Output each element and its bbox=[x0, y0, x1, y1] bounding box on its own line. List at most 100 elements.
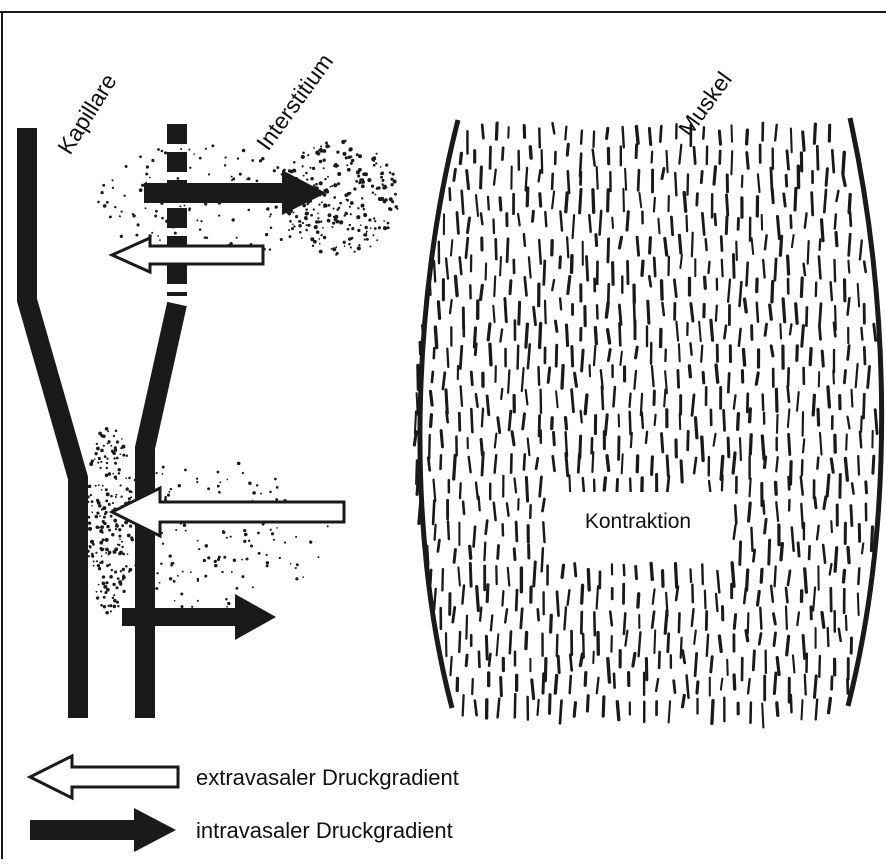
filtrate-dot bbox=[105, 611, 109, 615]
filtrate-dot bbox=[106, 462, 108, 464]
filtrate-dot bbox=[106, 201, 109, 204]
muscle-fiber bbox=[777, 658, 779, 675]
muscle-fiber bbox=[543, 499, 545, 511]
filtrate-dot bbox=[114, 548, 118, 552]
muscle-fiber bbox=[525, 277, 527, 295]
filtrate-dot bbox=[96, 447, 100, 451]
muscle-fiber bbox=[539, 129, 540, 148]
muscle-fiber bbox=[727, 660, 728, 675]
filtrate-dot bbox=[270, 529, 272, 531]
muscle-fiber bbox=[487, 585, 488, 602]
filtrate-dot bbox=[112, 473, 114, 475]
muscle-fiber bbox=[746, 631, 748, 641]
muscle-fiber bbox=[648, 301, 649, 323]
filtrate-dot bbox=[239, 173, 242, 176]
filtrate-dot bbox=[276, 527, 278, 529]
muscle-fiber bbox=[871, 527, 872, 551]
muscle-fiber bbox=[818, 409, 819, 425]
filtrate-dot bbox=[251, 159, 254, 162]
muscle-fiber bbox=[526, 633, 527, 649]
muscle-fiber bbox=[835, 548, 837, 571]
muscle-fiber bbox=[501, 389, 502, 399]
muscle-fiber bbox=[434, 348, 435, 358]
filtrate-dot bbox=[113, 435, 115, 437]
filtrate-dot bbox=[226, 479, 228, 481]
muscle-fiber bbox=[679, 235, 681, 253]
muscle-fiber bbox=[683, 651, 685, 663]
filtrate-dot bbox=[112, 502, 114, 504]
filtrate-dot bbox=[350, 162, 353, 165]
filtrate-dot bbox=[93, 561, 95, 563]
filtrate-dot bbox=[366, 238, 369, 241]
muscle-fiber bbox=[724, 410, 725, 430]
filtrate-dot bbox=[349, 224, 351, 226]
muscle-fiber bbox=[425, 300, 426, 312]
muscle-fiber bbox=[669, 701, 671, 722]
filtrate-dot bbox=[120, 570, 122, 572]
muscle-fiber bbox=[763, 260, 764, 278]
muscle-fiber bbox=[688, 431, 689, 449]
filtrate-dot bbox=[169, 554, 172, 557]
filtrate-dot bbox=[100, 604, 103, 607]
filtrate-dot bbox=[357, 229, 360, 232]
muscle-fiber bbox=[623, 127, 624, 147]
muscle-fiber bbox=[582, 350, 584, 371]
muscle-fiber bbox=[676, 322, 678, 341]
muscle-fiber bbox=[458, 567, 460, 585]
filtrate-dot bbox=[274, 478, 277, 481]
filtrate-dot bbox=[368, 218, 371, 221]
muscle-fiber bbox=[533, 211, 534, 221]
filtrate-dot bbox=[170, 488, 172, 490]
muscle-fiber bbox=[691, 304, 693, 321]
muscle-fiber bbox=[637, 456, 638, 472]
muscle-fiber bbox=[480, 608, 481, 621]
filtrate-dot bbox=[121, 546, 123, 548]
muscle-fiber bbox=[544, 261, 545, 284]
filtrate-dot bbox=[233, 559, 236, 562]
filtrate-dot bbox=[119, 484, 121, 486]
muscle-fiber bbox=[438, 540, 440, 551]
muscle-fiber bbox=[466, 238, 468, 258]
muscle-fiber bbox=[776, 389, 777, 411]
muscle-fiber bbox=[568, 590, 570, 605]
filtrate-dot bbox=[98, 432, 102, 436]
muscle-fiber bbox=[500, 198, 501, 210]
muscle-fiber bbox=[532, 680, 534, 699]
filtrate-dot bbox=[288, 169, 291, 172]
muscle-fiber bbox=[653, 589, 655, 604]
muscle-fiber bbox=[566, 454, 568, 476]
muscle-fiber bbox=[649, 276, 651, 286]
filtrate-dot bbox=[333, 196, 336, 199]
filtrate-dot bbox=[101, 508, 103, 510]
filtrate-dot bbox=[374, 194, 376, 196]
filtrate-dot bbox=[91, 459, 94, 462]
muscle-fiber bbox=[797, 392, 799, 411]
muscle-fiber bbox=[815, 498, 816, 508]
muscle-fiber bbox=[678, 370, 679, 387]
filtrate-dot bbox=[344, 245, 346, 247]
muscle-fiber bbox=[750, 409, 751, 422]
muscle-fiber bbox=[540, 324, 541, 348]
muscle-fiber bbox=[551, 615, 552, 632]
muscle-fiber bbox=[524, 234, 525, 246]
muscle-fiber bbox=[843, 175, 845, 185]
muscle-fiber bbox=[539, 240, 541, 264]
filtrate-dot bbox=[331, 226, 333, 228]
filtrate-dot bbox=[313, 147, 315, 149]
muscle-fiber bbox=[508, 568, 510, 586]
muscle-fiber bbox=[802, 460, 803, 475]
filtrate-dot bbox=[105, 488, 108, 491]
filtrate-dot bbox=[301, 155, 305, 159]
muscle-fiber bbox=[835, 260, 836, 281]
muscle-fiber bbox=[726, 217, 727, 234]
muscle-fiber bbox=[736, 242, 737, 260]
muscle-fiber bbox=[722, 476, 723, 491]
filtrate-dot bbox=[223, 556, 226, 559]
muscle-fiber bbox=[487, 396, 489, 415]
muscle-fiber bbox=[496, 123, 497, 139]
muscle-fiber bbox=[822, 613, 824, 628]
filtrate-dot bbox=[180, 592, 183, 595]
filtrate-dot bbox=[168, 491, 170, 493]
muscle-fiber bbox=[780, 236, 781, 255]
filtrate-dot bbox=[343, 241, 346, 244]
